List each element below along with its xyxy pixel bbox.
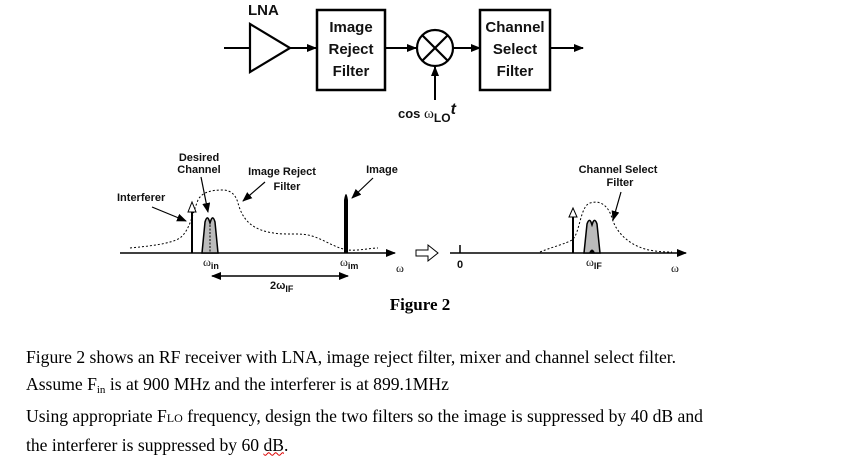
interferer-arrowhead-icon <box>187 200 197 213</box>
text-line: Using appropriate FLO frequency, design … <box>26 403 846 432</box>
figure-2-diagram: LNA Image Reject Filter cos ωLOt Channel… <box>117 2 687 314</box>
text-span: Assume F <box>26 373 97 394</box>
image-reject-filter-label: Image Reject <box>248 166 316 178</box>
omega-im-label: ωim <box>340 255 358 271</box>
lna-label: LNA <box>248 2 279 19</box>
block-label: Image <box>329 19 372 36</box>
text-span: frequency, design the two filters so the… <box>182 406 703 426</box>
channel-select-filter-label: Channel Select <box>579 164 658 176</box>
block-label: Channel <box>485 19 544 36</box>
axis-label: ω <box>671 261 679 275</box>
channel-select-filter-curve <box>539 201 673 253</box>
block-label: Reject <box>328 41 373 58</box>
text-span: Figure 2 shows an RF receiver with LNA, … <box>26 347 677 367</box>
axis-label: ω <box>396 261 404 275</box>
text-line: Figure 2 shows an RF receiver with LNA, … <box>26 344 846 371</box>
interferer-label: Interferer <box>117 192 166 204</box>
text-line: the interferer is suppressed by 60 dB. <box>26 432 846 459</box>
omega-if-label: ωIF <box>586 255 602 271</box>
if-spectrum: 0 Channel Select Filter ωIF ω <box>450 164 687 275</box>
block-diagram: LNA Image Reject Filter cos ωLOt Channel… <box>224 2 584 125</box>
text-span: Using appropriate F <box>26 406 167 426</box>
block-label: Filter <box>333 63 370 80</box>
desired-channel-label: Desired <box>179 152 219 164</box>
subscript: in <box>96 383 106 396</box>
image-reject-filter-label: Filter <box>274 181 302 193</box>
channel-select-filter-block <box>478 8 552 92</box>
desired-channel-spectrum <box>201 217 219 254</box>
small-caps-subscript: LO <box>166 411 183 425</box>
image-reject-filter-block <box>315 8 387 92</box>
image-label: Image <box>366 164 398 176</box>
zero-label: 0 <box>457 259 463 271</box>
desired-channel-spectrum <box>583 219 601 254</box>
block-label: Filter <box>497 63 534 80</box>
problem-text: Figure 2 shows an RF receiver with LNA, … <box>26 344 846 458</box>
image-spectrum <box>344 194 348 253</box>
mixer-icon <box>415 28 455 68</box>
image-reject-filter-curve <box>129 189 379 251</box>
desired-channel-label: Channel <box>177 164 220 176</box>
lna-amplifier-icon <box>248 22 293 74</box>
text-line: Assume Fin is at 900 MHz and the interfe… <box>26 371 846 404</box>
block-label: Select <box>493 41 537 58</box>
rf-spectrum: Desired Channel Image Reject Filter Imag… <box>117 152 404 294</box>
spellcheck-flagged-word: dB <box>263 434 284 455</box>
two-omega-if-label: 2ωIF <box>270 280 294 294</box>
text-span: . <box>284 434 289 455</box>
channel-select-filter-label: Filter <box>607 177 635 189</box>
text-span: is at 900 MHz and the interferer is at 8… <box>105 373 449 394</box>
lo-signal-label: cos ωLOt <box>398 101 457 125</box>
omega-in-label: ωin <box>203 255 219 271</box>
figure-caption: Figure 2 <box>390 295 451 314</box>
text-span: the interferer is suppressed by 60 <box>26 434 264 455</box>
conversion-arrow-icon <box>415 243 439 263</box>
